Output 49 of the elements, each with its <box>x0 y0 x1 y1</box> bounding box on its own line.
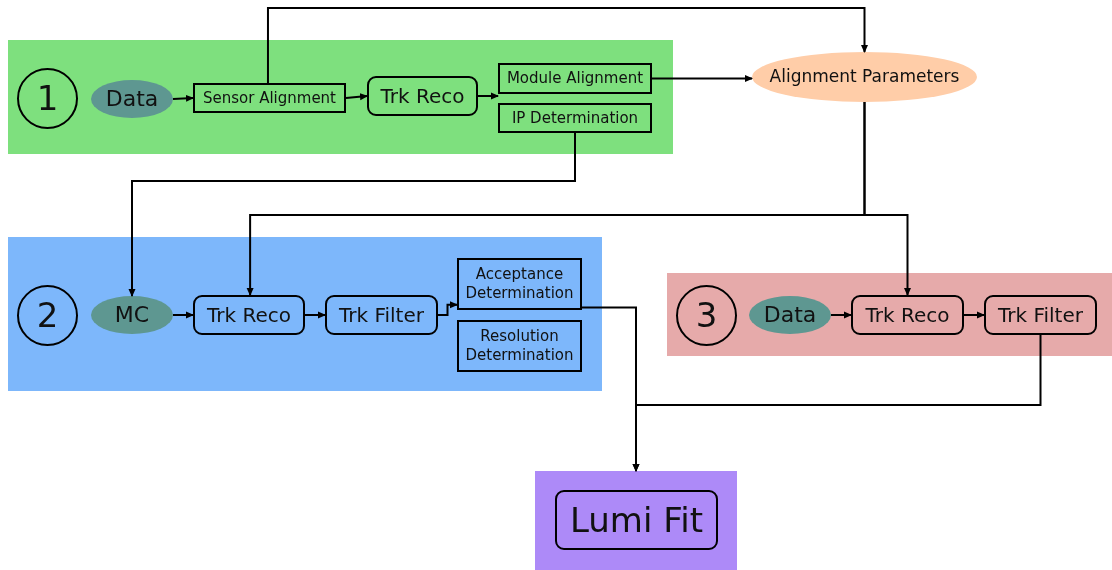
process-box <box>498 63 652 94</box>
node-label: Trk Reco <box>380 83 465 109</box>
node-label: Data <box>763 301 817 329</box>
group-panel <box>667 273 1112 356</box>
arrow <box>172 94 194 102</box>
arrow <box>437 301 458 316</box>
step-number-circle <box>17 285 78 346</box>
process-box <box>193 83 346 113</box>
step-number: 1 <box>36 77 59 120</box>
process-box <box>498 103 652 133</box>
node-label: Alignment Parameters <box>769 66 960 88</box>
node-label: Acceptance Determination <box>464 265 575 303</box>
arrow <box>651 75 753 82</box>
group-panel <box>535 471 737 570</box>
rounded-process-box <box>193 295 305 335</box>
group-panel <box>8 40 673 154</box>
arrow <box>830 311 852 319</box>
rounded-process-box <box>555 490 718 550</box>
process-box <box>457 320 582 372</box>
node-label: Trk Reco <box>865 302 950 328</box>
arrow <box>172 311 194 319</box>
arrow <box>345 93 368 101</box>
rounded-process-box <box>325 295 438 335</box>
arrow <box>477 92 499 100</box>
node-label: Sensor Alignment <box>202 88 336 108</box>
arrow <box>632 334 1042 472</box>
node-label: MC <box>114 301 150 329</box>
rounded-process-box <box>851 295 964 335</box>
node-label: Lumi Fit <box>569 498 704 542</box>
arrow <box>863 101 911 296</box>
node-label: Trk Filter <box>339 302 424 328</box>
arrow <box>128 132 576 297</box>
step-number-circle <box>17 68 78 129</box>
arrow <box>963 311 985 319</box>
arrow <box>266 7 868 84</box>
step-number-circle <box>676 285 737 346</box>
step-number: 3 <box>695 294 718 337</box>
group-panel <box>8 237 602 391</box>
process-box <box>457 258 582 310</box>
node-label: Trk Filter <box>998 302 1083 328</box>
node-label: IP Determination <box>511 108 639 128</box>
rounded-process-box <box>367 76 478 116</box>
step-number: 2 <box>36 294 59 337</box>
node-label: Data <box>105 85 159 113</box>
node-label: Module Alignment <box>506 69 644 88</box>
node-label: Trk Reco <box>207 302 291 328</box>
node-label: Resolution Determination <box>464 327 575 365</box>
arrow <box>304 311 326 319</box>
rounded-process-box <box>984 295 1097 335</box>
